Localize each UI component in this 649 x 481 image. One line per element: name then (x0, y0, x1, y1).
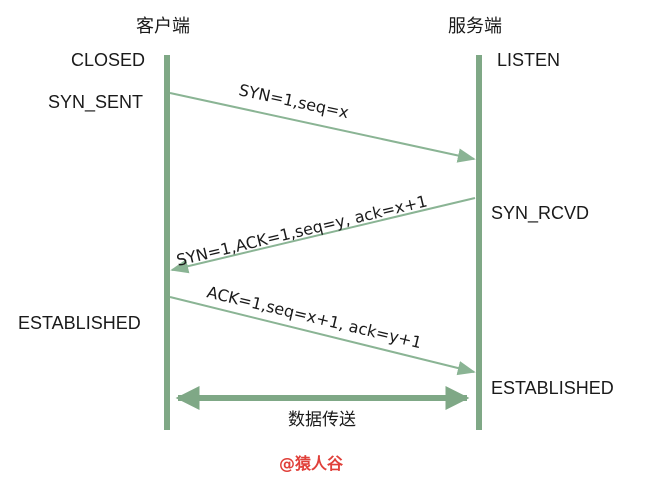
syn-label: SYN=1,seq=x (237, 80, 350, 122)
syn-arrow (169, 92, 476, 163)
server-state-syn-rcvd: SYN_RCVD (491, 203, 589, 224)
syn-ack-label: SYN=1,ACK=1,seq=y, ack=x+1 (174, 191, 429, 270)
data-transfer-label: 数据传送 (288, 410, 356, 430)
client-state-syn-sent: SYN_SENT (48, 92, 143, 113)
server-state-established: ESTABLISHED (491, 378, 614, 398)
ack-arrow (169, 296, 476, 376)
watermark-text: @猿人谷 (279, 454, 344, 473)
ack-label: ACK=1,seq=x+1, ack=y+1 (205, 282, 424, 352)
client-state-closed: CLOSED (71, 50, 145, 70)
client-title: 客户端 (136, 16, 190, 37)
syn-ack-arrow (170, 197, 476, 274)
client-state-established: ESTABLISHED (18, 313, 141, 333)
server-title: 服务端 (448, 16, 502, 37)
server-state-listen: LISTEN (497, 50, 560, 70)
